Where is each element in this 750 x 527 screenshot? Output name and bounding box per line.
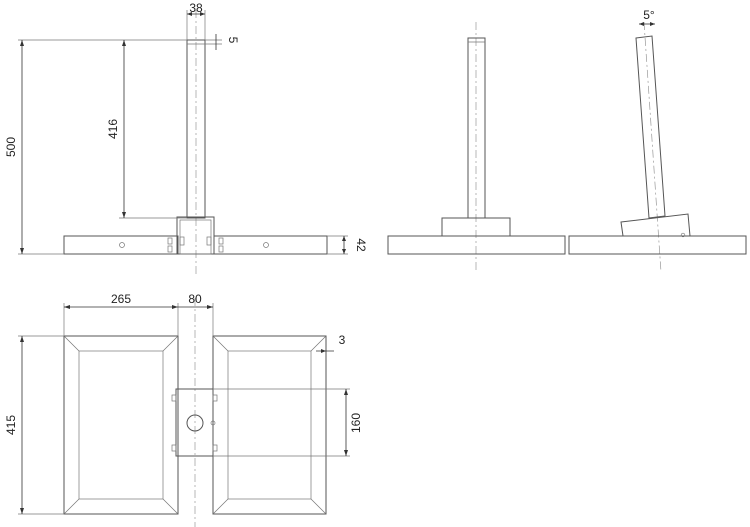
base-plate-right — [213, 235, 328, 255]
bracket — [175, 388, 214, 457]
base-side — [387, 235, 566, 255]
dim-tube-gap: 80 — [188, 292, 202, 306]
socket — [176, 216, 215, 255]
dim-tilt-angle: 5° — [643, 8, 655, 22]
socket-tilted — [620, 213, 691, 237]
front-view: 38 5 500 416 42 — [4, 1, 368, 275]
base-tilted — [568, 235, 747, 255]
dim-frame-thickness: 3 — [339, 333, 346, 347]
base-plate-left — [63, 235, 179, 255]
frame-left — [63, 335, 179, 515]
dim-cap-offset: 5 — [226, 37, 240, 44]
bolt-hole — [119, 242, 125, 248]
frame-right — [212, 335, 327, 515]
dim-base-length: 265 — [111, 292, 131, 306]
dim-tube-width: 38 — [189, 1, 203, 15]
top-view: 265 80 3 415 160 — [4, 292, 363, 527]
dim-bracket-length: 160 — [349, 413, 363, 433]
post-side — [467, 37, 486, 219]
dim-base-height: 42 — [354, 238, 368, 252]
post-tilted — [635, 35, 666, 219]
side-view-straight — [387, 22, 566, 272]
dim-depth: 415 — [4, 415, 18, 435]
post-tube — [186, 39, 206, 219]
bolt-hole — [263, 242, 269, 248]
dim-total-height: 500 — [4, 137, 18, 157]
side-view-tilted: 5° — [568, 8, 747, 273]
dim-tube-height: 416 — [106, 119, 120, 139]
post-hole — [186, 414, 204, 432]
